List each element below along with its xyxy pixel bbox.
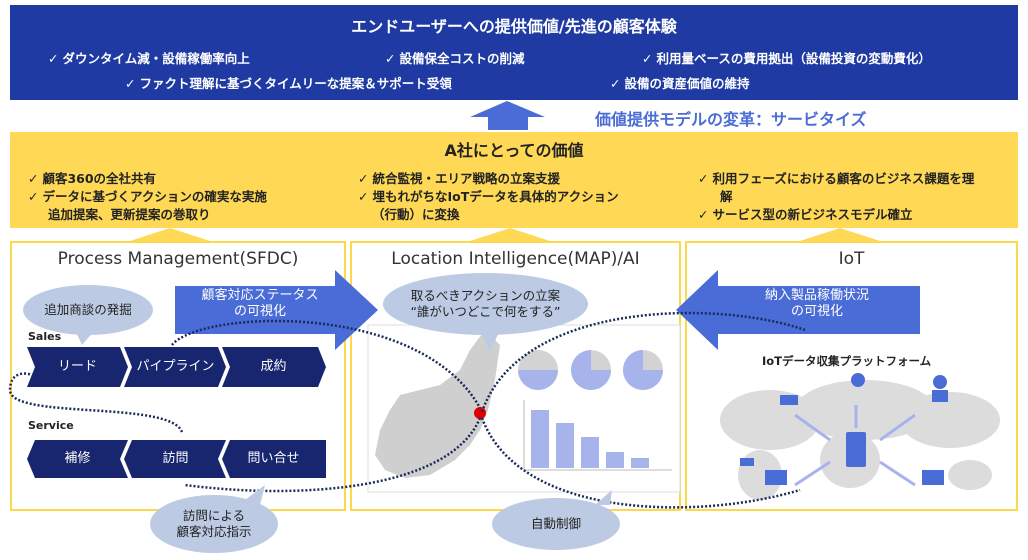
company-value-item: 利用フェーズにおける顧客のビジネス課題を理: [698, 168, 974, 187]
up-triangle: [130, 228, 210, 241]
location-marker: [474, 407, 486, 419]
arrow-text: の可視化: [790, 304, 843, 320]
device-icons: [740, 373, 948, 485]
excavator-icon: [780, 395, 798, 405]
factory-icon: [922, 470, 944, 485]
sales-label: Sales: [28, 330, 62, 343]
bubble-text: 訪問による: [182, 508, 246, 524]
bubble-text: “誰がいつどこで何をする”: [410, 304, 561, 319]
pie-charts: [518, 350, 663, 390]
value-item: 設備の資産価値の維持: [610, 73, 749, 92]
service-step-repair: 補修: [64, 451, 91, 466]
company-value-item: 統合監視・エリア戦略の立案支援: [358, 168, 560, 187]
iot-connection-arrows: [794, 405, 916, 487]
upsell-bubble: 追加商談の発掘: [23, 285, 153, 335]
up-triangle: [470, 228, 550, 241]
iot-status-arrow: [676, 270, 920, 350]
end-user-value-box: エンドユーザーへの提供価値/先進の顧客体験 ダウンタイム減・設備稼働率向上 設備…: [10, 5, 1018, 100]
action-bubble: 取るべきアクションの立案“誰がいつどこで何をする”: [383, 273, 588, 335]
panel-iot: IoT: [685, 241, 1018, 511]
bar-chart: [523, 400, 672, 471]
sales-step-pipeline: パイプライン: [136, 359, 215, 374]
panel-title: Location Intelligence(MAP)/AI: [391, 249, 640, 269]
up-triangle: [800, 228, 880, 241]
company-value-item: 解: [720, 189, 733, 204]
japan-map: [375, 330, 500, 478]
value-item: 利用量ベースの費用拠出（設備投資の変動費化）: [642, 48, 930, 67]
company-value-title: A社にとっての価値: [444, 141, 584, 160]
sales-step-closed: 成約: [260, 359, 287, 374]
bubble-text: 取るべきアクションの立案: [410, 288, 561, 304]
company-value-item: 追加提案、更新提案の巻取り: [48, 207, 211, 222]
arrow-text: 顧客対応ステータス: [201, 288, 319, 303]
panel-title: Process Management(SFDC): [57, 249, 299, 269]
value-item: ダウンタイム減・設備稼働率向上: [48, 48, 249, 67]
arrow-text: 納入製品稼働状況: [764, 288, 869, 303]
visit-instruction-bubble: 訪問による顧客対応指示: [150, 495, 278, 553]
arrow-text: の可視化: [233, 304, 286, 320]
status-visualization-label: 顧客対応ステータスの可視化: [185, 288, 335, 321]
company-value-box: A社にとっての価値 顧客360の全社共有 データに基づくアクションの確実な実施 …: [10, 132, 1018, 228]
value-item: ファクト理解に基づくタイムリーな提案＆サポート受領: [125, 73, 451, 92]
sales-step-lead: リード: [57, 359, 97, 374]
value-item: 設備保全コストの削減: [385, 48, 524, 67]
iot-platform-label: IoTデータ収集プラットフォーム: [762, 354, 932, 368]
flow-lines: [8, 311, 806, 509]
worker-icon: [933, 375, 947, 389]
servitization-label: 価値提供モデルの変革：サービタイズ: [595, 110, 867, 129]
company-value-item: データに基づくアクションの確実な実施: [28, 186, 266, 205]
service-step-inquiry: 問い合せ: [247, 451, 300, 466]
auto-control-bubble: 自動制御: [492, 498, 620, 550]
service-label: Service: [28, 419, 74, 432]
company-value-item: 埋もれがちなIoTデータを具体的アクション: [358, 186, 618, 205]
status-visualization-arrow: [175, 270, 378, 350]
service-step-visit: 訪問: [162, 451, 189, 466]
company-value-item: サービス型の新ビジネスモデル確立: [698, 204, 912, 223]
server-icon: [846, 432, 866, 467]
people-icon: [851, 373, 865, 387]
bubble-text: 顧客対応指示: [176, 524, 252, 539]
panel-title: IoT: [838, 249, 865, 269]
company-value-item: 顧客360の全社共有: [28, 168, 156, 187]
up-arrow-icon: [470, 101, 545, 130]
company-value-item: （行動）に変換: [372, 207, 460, 222]
service-chevrons: [27, 440, 326, 478]
camera-icon: [740, 458, 754, 466]
end-user-value-title: エンドユーザーへの提供価値/先進の顧客体験: [351, 17, 677, 36]
iot-status-label: 納入製品稼働状況の可視化: [722, 288, 912, 321]
factory-icon: [765, 470, 787, 485]
sales-chevrons: [27, 347, 326, 387]
